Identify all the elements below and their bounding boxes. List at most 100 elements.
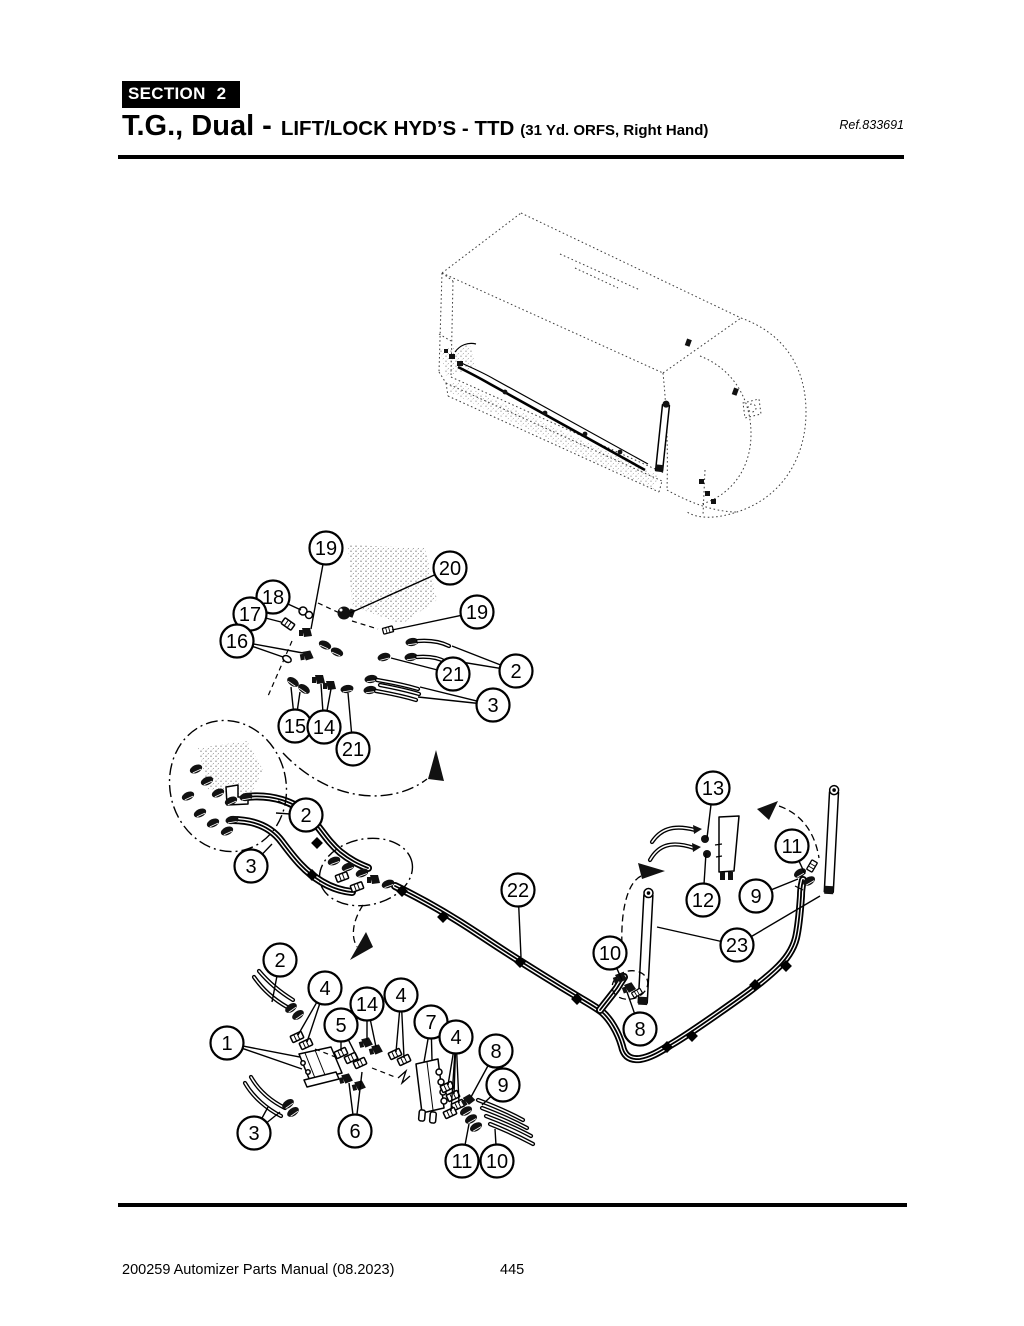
callout-leader	[253, 643, 304, 654]
callout-4: 4	[438, 1019, 474, 1112]
callout-leader	[347, 692, 353, 733]
callout-3: 3	[233, 843, 273, 884]
callout-number: 9	[497, 1075, 508, 1097]
callout-number: 17	[239, 604, 261, 626]
callout-balloon	[383, 977, 419, 1013]
callout-balloon	[479, 1143, 515, 1179]
callout-number: 3	[248, 1123, 259, 1145]
callout-leader	[750, 895, 821, 938]
callout-leader	[451, 645, 501, 666]
callout-balloon	[323, 1007, 359, 1043]
callout-number: 3	[487, 695, 498, 717]
callout-leader	[419, 686, 478, 702]
callout-3: 3	[417, 686, 511, 723]
hose-bundle-routing	[228, 792, 807, 1064]
callout-2: 2	[262, 942, 298, 1003]
callout-leader	[306, 1003, 321, 1043]
callout-21: 21	[335, 692, 371, 767]
callout-number: 21	[342, 739, 364, 761]
callout-21: 21	[390, 656, 471, 692]
callout-leader	[326, 688, 332, 711]
callout-leader	[481, 1095, 492, 1106]
callout-16: 16	[219, 623, 304, 659]
callout-number: 13	[702, 778, 724, 800]
callout-leader	[297, 1001, 318, 1036]
callout-leader	[252, 645, 284, 658]
callout-balloon	[335, 731, 371, 767]
callout-number: 22	[507, 880, 529, 902]
callout-number: 3	[245, 856, 256, 878]
callout-number: 11	[782, 836, 803, 858]
callout-balloon	[774, 828, 810, 864]
truck-front-stipple	[440, 344, 476, 376]
callout-balloon	[432, 550, 468, 586]
callout-3: 3	[236, 1106, 281, 1151]
callout-4: 4	[297, 970, 343, 1043]
callout-8: 8	[470, 1033, 514, 1098]
callout-19: 19	[308, 530, 344, 630]
lift-cylinder-left	[637, 887, 654, 1006]
callout-23: 23	[656, 895, 821, 963]
callout-number: 18	[262, 587, 284, 609]
callout-20: 20	[349, 550, 468, 614]
callout-leader	[417, 696, 477, 704]
callout-number: 10	[599, 943, 621, 965]
callout-11: 11	[444, 1123, 480, 1179]
callout-balloon	[592, 935, 628, 971]
callout-leader	[296, 691, 301, 710]
callout-balloon	[685, 882, 721, 918]
callout-leader	[470, 1065, 489, 1098]
callout-balloon	[435, 656, 471, 692]
callout-leader	[453, 1053, 457, 1095]
callout-6: 6	[337, 1071, 373, 1149]
callout-leader	[275, 812, 290, 815]
callout-leader	[348, 1082, 354, 1115]
callout-leader	[261, 843, 273, 855]
callout-leader	[390, 657, 438, 671]
page-title: T.G., Dual - LIFT/LOCK HYD’S - TTD (31 Y…	[122, 110, 922, 143]
callout-leader	[423, 1038, 429, 1063]
lift-cylinder-right	[823, 784, 840, 895]
callout-leader	[626, 991, 636, 1014]
callout-balloon	[500, 872, 536, 908]
callout-1: 1	[209, 1025, 303, 1070]
callout-leader	[494, 1128, 497, 1145]
reference-number: Ref.833691	[839, 118, 904, 132]
callout-number: 16	[226, 631, 248, 653]
callout-number: 15	[284, 716, 306, 738]
callout-leader	[703, 852, 707, 884]
callout-number: 10	[486, 1151, 508, 1173]
callout-13: 13	[695, 770, 731, 839]
callout-leader	[771, 878, 799, 891]
callout-leader	[266, 1111, 281, 1124]
callout-leader	[349, 574, 436, 614]
callout-leader	[271, 976, 278, 1003]
callout-number: 21	[442, 664, 464, 686]
callout-balloon	[209, 1025, 245, 1061]
callout-number: 4	[395, 985, 406, 1007]
callout-number: 2	[510, 661, 521, 683]
callout-9: 9	[481, 1067, 521, 1106]
callout-leader	[320, 683, 324, 711]
callout-leader	[450, 1053, 456, 1112]
callout-14: 14	[349, 986, 385, 1048]
callout-4: 4	[383, 977, 419, 1059]
section-badge: SECTION 2	[122, 81, 241, 108]
callout-leader	[395, 1011, 401, 1053]
callout-balloon	[478, 1033, 514, 1069]
truck-stipple-strip	[449, 380, 658, 489]
exploded-valve-cluster	[242, 968, 536, 1147]
truck-body-illustration	[438, 212, 807, 518]
callout-number: 9	[750, 886, 761, 908]
callout-balloon	[349, 986, 385, 1022]
callout-balloon	[288, 797, 324, 833]
callout-leader	[430, 1038, 433, 1061]
callout-balloon	[219, 623, 255, 659]
callout-leader	[287, 603, 302, 611]
callout-12: 12	[685, 852, 721, 918]
callout-number: 14	[356, 994, 378, 1016]
callout-balloon	[695, 770, 731, 806]
tailgate-port-fittings	[611, 970, 649, 1000]
